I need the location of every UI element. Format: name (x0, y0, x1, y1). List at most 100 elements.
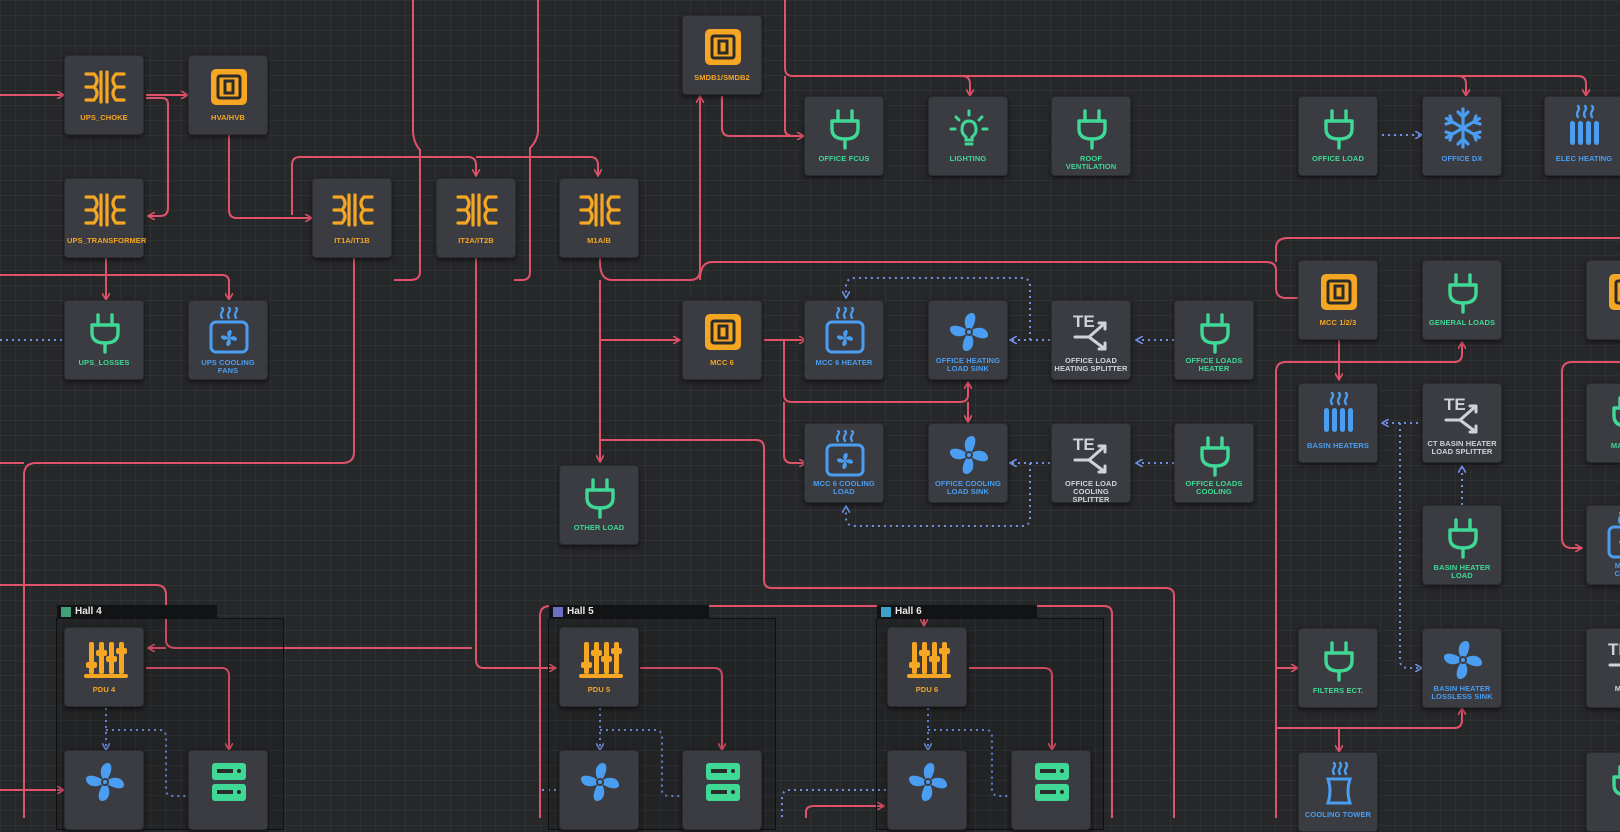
transformer-icon (452, 185, 502, 235)
fan-heat-icon (204, 306, 254, 357)
fan-icon (80, 757, 130, 807)
transformer-icon (575, 185, 625, 235)
node-label: OFFICE COOLING LOAD SINK (935, 479, 1001, 496)
wire (514, 0, 539, 281)
transformer-icon (80, 62, 130, 112)
node-rack6[interactable] (1011, 750, 1091, 830)
node-label: SMDB1/SMDB2 (694, 73, 750, 82)
snowflake-icon (1438, 103, 1488, 153)
wire (784, 76, 796, 137)
node-fan4[interactable] (64, 750, 144, 830)
node-label: CT BASIN HEATER LOAD SPLITTER (1427, 439, 1497, 456)
node-pdu4[interactable]: PDU 4 (64, 627, 144, 707)
node-label: MAKE U (1610, 441, 1620, 450)
group-header[interactable]: Hall 5 (549, 605, 709, 619)
node-label: OFFICE LOADS HEATER (1185, 356, 1243, 373)
wire (699, 261, 1298, 299)
wire (721, 96, 804, 136)
fan-heat-icon (820, 306, 870, 357)
node-mcc-edge[interactable]: MC (1586, 260, 1620, 340)
node-pdu6[interactable]: PDU 6 (887, 627, 967, 707)
node-hva[interactable]: HVA/HVB (188, 55, 268, 135)
node-olh[interactable]: OFFICE LOADS HEATER (1174, 300, 1254, 380)
node-office-dx[interactable]: OFFICE DX (1422, 96, 1502, 176)
group-header[interactable]: Hall 4 (57, 605, 217, 619)
node-mcc123[interactable]: MCC 1/2/3 (1298, 260, 1378, 340)
node-rack5[interactable] (682, 750, 762, 830)
splitter-icon: TE (1067, 307, 1117, 357)
node-bhls[interactable]: BASIN HEATER LOSSLESS SINK (1422, 628, 1502, 708)
node-general-loads[interactable]: GENERAL LOADS (1422, 260, 1502, 340)
node-other-load[interactable]: OTHER LOAD (559, 465, 639, 545)
light-bulb-icon (944, 103, 994, 153)
node-smdb[interactable]: SMDB1/SMDB2 (682, 15, 762, 95)
node-label: ELEC HEATING (1555, 154, 1613, 163)
node-ups-fans[interactable]: UPS COOLING FANS (188, 300, 268, 380)
wire (1276, 708, 1462, 729)
node-label: FILTERS ECT. (1312, 686, 1364, 695)
node-label: BASIN HEATERS (1307, 441, 1369, 450)
svg-text:TE: TE (1608, 640, 1620, 659)
node-filters[interactable]: FILTERS ECT. (1298, 628, 1378, 708)
node-rack4[interactable] (188, 750, 268, 830)
heater-icon (1560, 103, 1610, 153)
fan-icon (903, 757, 953, 807)
node-office-fcus[interactable]: OFFICE FCUS (804, 96, 884, 176)
pdu-icon (80, 634, 130, 684)
wire (1458, 75, 1586, 96)
node-label: BASIN HEATER LOAD (1433, 563, 1491, 580)
group-header[interactable]: Hall 6 (877, 605, 1037, 619)
node-m1a[interactable]: M1A/B (559, 178, 639, 258)
node-ups-choke[interactable]: UPS_CHOKE (64, 55, 144, 135)
node-basin-heaters[interactable]: BASIN HEATERS (1298, 383, 1378, 463)
transformer-icon (80, 185, 130, 235)
node-label: MAKE COMP (1614, 561, 1620, 578)
heater-icon (1314, 390, 1364, 440)
plug-icon (575, 472, 625, 522)
node-olhs[interactable]: TE OFFICE LOAD HEATING SPLITTER (1051, 300, 1131, 380)
node-office-load[interactable]: OFFICE LOAD (1298, 96, 1378, 176)
node-elec-heating[interactable]: ELEC HEATING (1544, 96, 1620, 176)
node-make-u[interactable]: MAKE U (1586, 383, 1620, 463)
node-cooling-tower[interactable]: COOLING TOWER (1298, 752, 1378, 832)
node-olcs[interactable]: TE OFFICE LOAD COOLING SPLITTER (1051, 423, 1131, 504)
node-label: OFFICE LOAD COOLING SPLITTER (1065, 479, 1117, 504)
plug-icon (1190, 307, 1240, 357)
fan-heat-icon (1602, 511, 1620, 562)
plug-icon (80, 307, 130, 357)
node-make-de[interactable]: TE MAKE DE (1586, 628, 1620, 708)
node-label: UPS COOLING FANS (201, 358, 255, 375)
node-roof-vent[interactable]: ROOF VENTILATION (1051, 96, 1131, 176)
splitter-icon: TE (1067, 430, 1117, 480)
group-color-swatch (553, 607, 563, 617)
plug-icon (1438, 267, 1488, 317)
node-make-comp[interactable]: MAKE COMP (1586, 505, 1620, 585)
server-icon (1027, 757, 1077, 807)
node-ups-losses[interactable]: UPS_LOSSES (64, 300, 144, 380)
node-mcc6-cool[interactable]: MCC 6 COOLING LOAD (804, 423, 884, 503)
node-bhl[interactable]: BASIN HEATER LOAD (1422, 505, 1502, 585)
node-mcc6[interactable]: MCC 6 (682, 300, 762, 380)
node-lighting[interactable]: LIGHTING (928, 96, 1008, 176)
node-ctbh[interactable]: TE CT BASIN HEATER LOAD SPLITTER (1422, 383, 1502, 463)
node-label: MAKE DE (1614, 684, 1620, 693)
node-fan6[interactable] (887, 750, 967, 830)
fan-icon (1438, 635, 1488, 685)
node-it2a[interactable]: IT2A/IT2B (436, 178, 516, 258)
plug-icon (1602, 390, 1620, 440)
node-ohls[interactable]: OFFICE HEATING LOAD SINK (928, 300, 1008, 380)
node-olc[interactable]: OFFICE LOADS COOLING (1174, 423, 1254, 503)
node-label: OTHER LOAD (573, 523, 625, 532)
node-label: LIGHTING (949, 154, 987, 163)
node-mcc6-heater[interactable]: MCC 6 HEATER (804, 300, 884, 380)
heat-wire (1399, 423, 1422, 668)
node-pdu5[interactable]: PDU 5 (559, 627, 639, 707)
node-ocls[interactable]: OFFICE COOLING LOAD SINK (928, 423, 1008, 503)
node-label: UPS_CHOKE (80, 113, 128, 122)
node-it1a[interactable]: IT1A/IT1B (312, 178, 392, 258)
node-ups-transformer[interactable]: UPS_TRANSFORMER (64, 178, 146, 258)
node-fan5[interactable] (559, 750, 639, 830)
node-load-edge-bottom[interactable] (1586, 752, 1620, 832)
node-label: COOLING TOWER (1304, 810, 1372, 819)
